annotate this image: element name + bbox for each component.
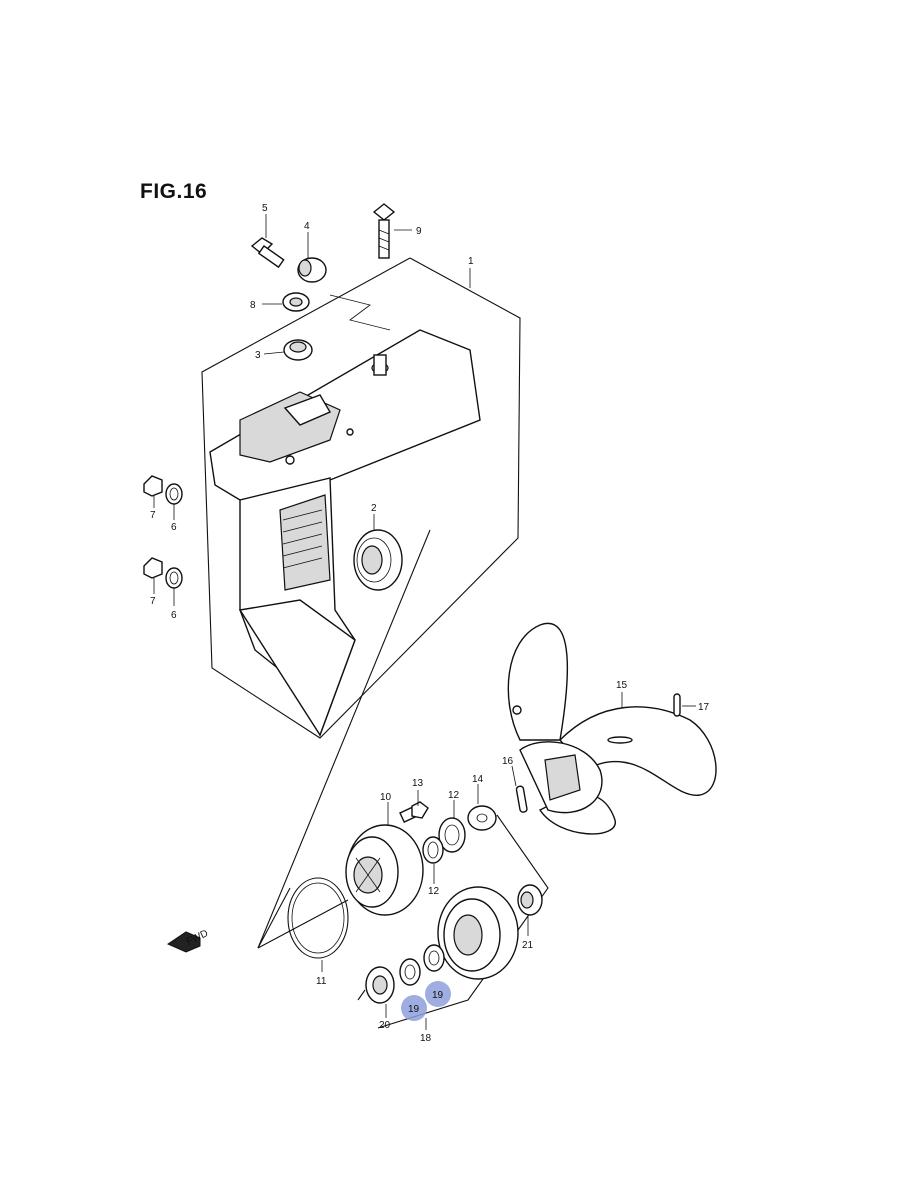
callout-1: 1 <box>468 256 474 267</box>
gasket-part-6-upper[interactable] <box>165 483 183 505</box>
callout-2: 2 <box>371 503 377 514</box>
callout-6-lower: 6 <box>171 610 177 621</box>
prop-shaft-housing[interactable] <box>437 886 519 980</box>
pin-part-16[interactable] <box>515 785 528 813</box>
highlight-circle-19-left[interactable] <box>401 995 427 1021</box>
highlight-circle-19-right[interactable] <box>425 981 451 1007</box>
callout-4: 4 <box>304 221 310 232</box>
callout-21: 21 <box>522 940 534 951</box>
callout-10: 10 <box>380 792 392 803</box>
callout-11: 11 <box>316 976 327 987</box>
bearing-part-20[interactable] <box>365 966 395 1004</box>
figure-title: FIG.16 <box>140 180 208 203</box>
callout-5: 5 <box>262 203 268 214</box>
callout-labels: 5 4 8 3 9 1 2 7 6 7 6 13 10 12 12 14 16 … <box>150 203 710 1044</box>
callout-8: 8 <box>250 300 256 311</box>
callout-20: 20 <box>379 1020 391 1031</box>
callout-9: 9 <box>416 226 422 237</box>
bearing-housing-part-10[interactable] <box>345 824 424 916</box>
pin-part-17[interactable] <box>673 693 681 717</box>
seal-part-19-left[interactable] <box>399 958 421 986</box>
propeller-part-15[interactable] <box>507 622 717 835</box>
seal-part-12-upper[interactable] <box>438 817 466 853</box>
bolt-part-13[interactable] <box>399 801 429 823</box>
washer-part-8[interactable] <box>282 292 310 312</box>
callout-12-upper: 12 <box>448 790 460 801</box>
callout-13: 13 <box>412 778 424 789</box>
leader-lines <box>153 214 696 1030</box>
housing-group-outline <box>201 257 521 949</box>
gear-case[interactable] <box>209 294 481 738</box>
highlight-markers <box>401 981 451 1021</box>
callout-12-lower: 12 <box>428 886 440 897</box>
bolt-part-5[interactable] <box>250 237 285 269</box>
forward-direction-marker: FWD <box>166 928 210 953</box>
callout-7-lower: 7 <box>150 596 156 607</box>
bushing-part-21[interactable] <box>517 884 543 916</box>
plug-part-7-upper[interactable] <box>143 475 163 497</box>
callout-3: 3 <box>255 350 261 361</box>
washer-part-14[interactable] <box>467 805 497 831</box>
callout-18: 18 <box>420 1033 432 1044</box>
callout-6-upper: 6 <box>171 522 177 533</box>
bearing-part-2[interactable] <box>353 529 403 591</box>
plug-part-7-lower[interactable] <box>143 557 163 579</box>
callout-14: 14 <box>472 774 484 785</box>
bolt-part-9[interactable] <box>372 203 396 259</box>
callout-15: 15 <box>616 680 628 691</box>
seal-part-12-lower[interactable] <box>422 836 444 864</box>
o-ring-part-11[interactable] <box>287 877 349 959</box>
callout-19-right: 19 <box>432 990 444 1001</box>
callout-7-upper: 7 <box>150 510 156 521</box>
callout-17: 17 <box>698 702 710 713</box>
bushing-part-3[interactable] <box>283 339 313 361</box>
bushing-part-4[interactable] <box>297 257 327 283</box>
gasket-part-6-lower[interactable] <box>165 567 183 589</box>
seal-part-19-right[interactable] <box>423 944 445 972</box>
callout-19-left: 19 <box>408 1004 420 1015</box>
callout-16: 16 <box>502 756 514 767</box>
